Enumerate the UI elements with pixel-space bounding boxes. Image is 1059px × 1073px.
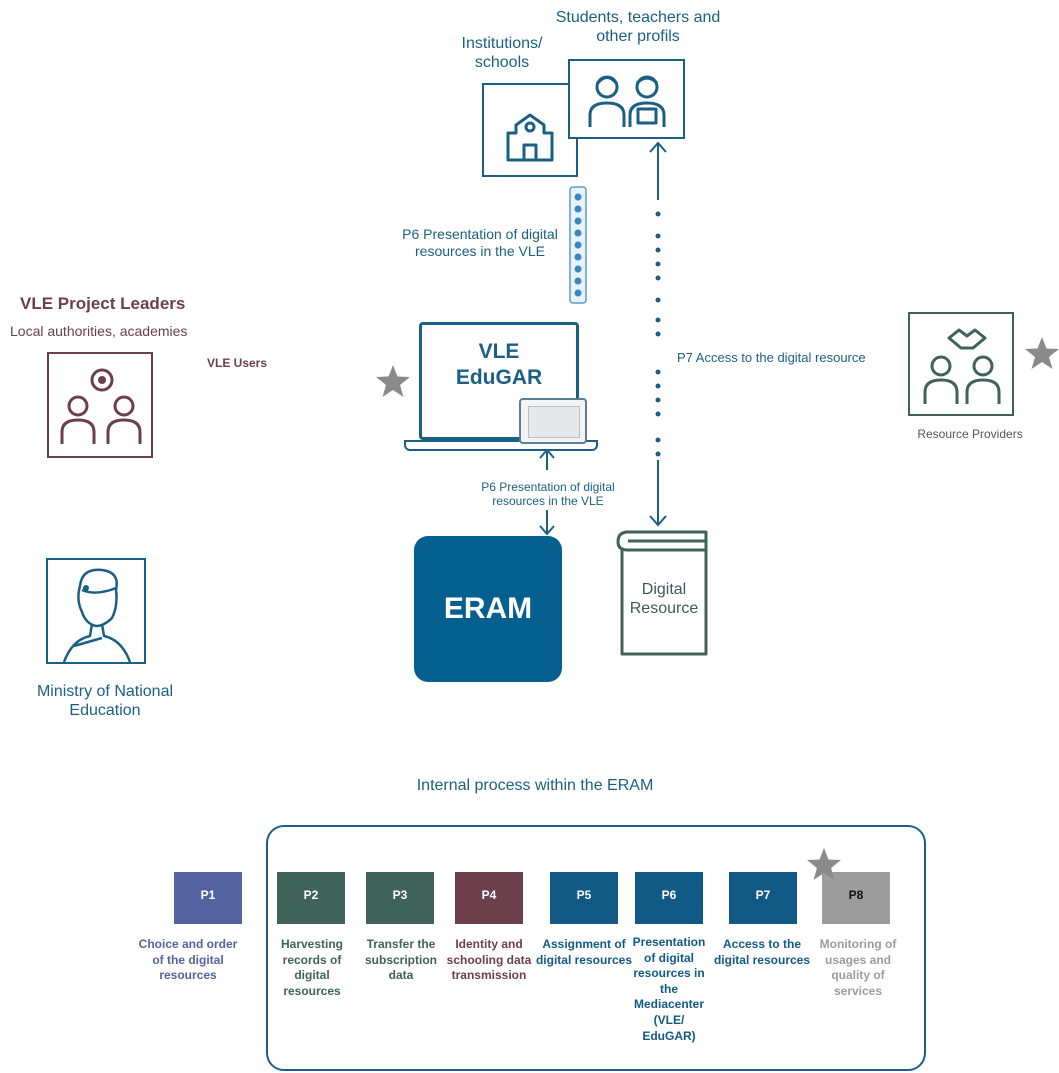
process-p4-box: P4 <box>455 872 523 924</box>
school-icon <box>506 113 554 162</box>
resource-providers-box <box>908 312 1014 416</box>
resource-providers-label: Resource Providers <box>917 427 1023 441</box>
p7-dotted-arrow <box>649 141 667 527</box>
p7-label: P7 Access to the digital resource <box>677 350 866 365</box>
ministry-label: Ministry of National Education <box>36 683 174 720</box>
vle-leaders-box <box>47 352 153 458</box>
process-p8-box: P8 <box>822 872 890 924</box>
process-p5-box: P5 <box>550 872 618 924</box>
project-leaders-icon <box>60 368 142 444</box>
ministry-woman-icon <box>62 568 132 663</box>
p6-bottom-arrows <box>539 448 555 536</box>
p6-bottom-label: P6 Presentation of digital resources in … <box>481 480 615 509</box>
students-teachers-icon <box>588 75 666 127</box>
process-p1-box: P1 <box>174 872 242 924</box>
resource-providers-icon <box>923 328 1001 404</box>
process-p5-desc: Assignment of digital resources <box>535 937 633 967</box>
process-p7-box: P7 <box>729 872 797 924</box>
process-p6-box: P6 <box>635 872 703 924</box>
process-p3-box: P3 <box>366 872 434 924</box>
process-p6-desc: Presentation of digital resources in the… <box>632 935 706 1043</box>
process-p2-box: P2 <box>277 872 345 924</box>
p6-top-label: P6 Presentation of digital resources in … <box>402 226 558 259</box>
vle-leaders-title: VLE Project Leaders <box>20 294 186 313</box>
ministry-box <box>46 558 146 664</box>
process-p4-desc: Identity and schooling data transmission <box>446 937 532 983</box>
process-p2-desc: Harvesting records of digital resources <box>280 937 344 998</box>
vle-leaders-subtitle: Local authorities, academies <box>10 323 188 339</box>
digital-resource-label: Digital Resource <box>629 581 699 618</box>
students-box <box>568 59 685 139</box>
students-label: Students, teachers and other profils <box>555 9 721 46</box>
p6-chain-connector <box>569 186 587 304</box>
vle-users-label: VLE Users <box>207 356 268 370</box>
vle-laptop-base <box>404 440 598 451</box>
eram-label: ERAM <box>443 592 533 625</box>
resource-providers-star-icon <box>1025 337 1059 369</box>
eram-box: ERAM <box>414 536 562 682</box>
vle-tablet <box>519 398 587 444</box>
internal-process-title: Internal process within the ERAM <box>416 777 654 794</box>
institutions-box <box>482 83 578 177</box>
internal-process-container <box>266 825 926 1071</box>
process-p8-star-icon <box>807 848 841 880</box>
institutions-label: Institutions/ schools <box>461 35 543 72</box>
process-p3-desc: Transfer the subscription data <box>364 937 437 983</box>
process-p1-desc: Choice and order of the digital resource… <box>138 937 238 983</box>
process-p7-desc: Access to the digital resources <box>713 937 811 967</box>
vle-laptop-star-icon <box>376 365 410 397</box>
process-p8-desc: Monitoring of usages and quality of serv… <box>819 937 897 998</box>
vle-line1: VLE <box>478 340 520 363</box>
vle-line2: EduGAR <box>455 366 543 389</box>
digital-resource-book-icon <box>616 530 708 656</box>
